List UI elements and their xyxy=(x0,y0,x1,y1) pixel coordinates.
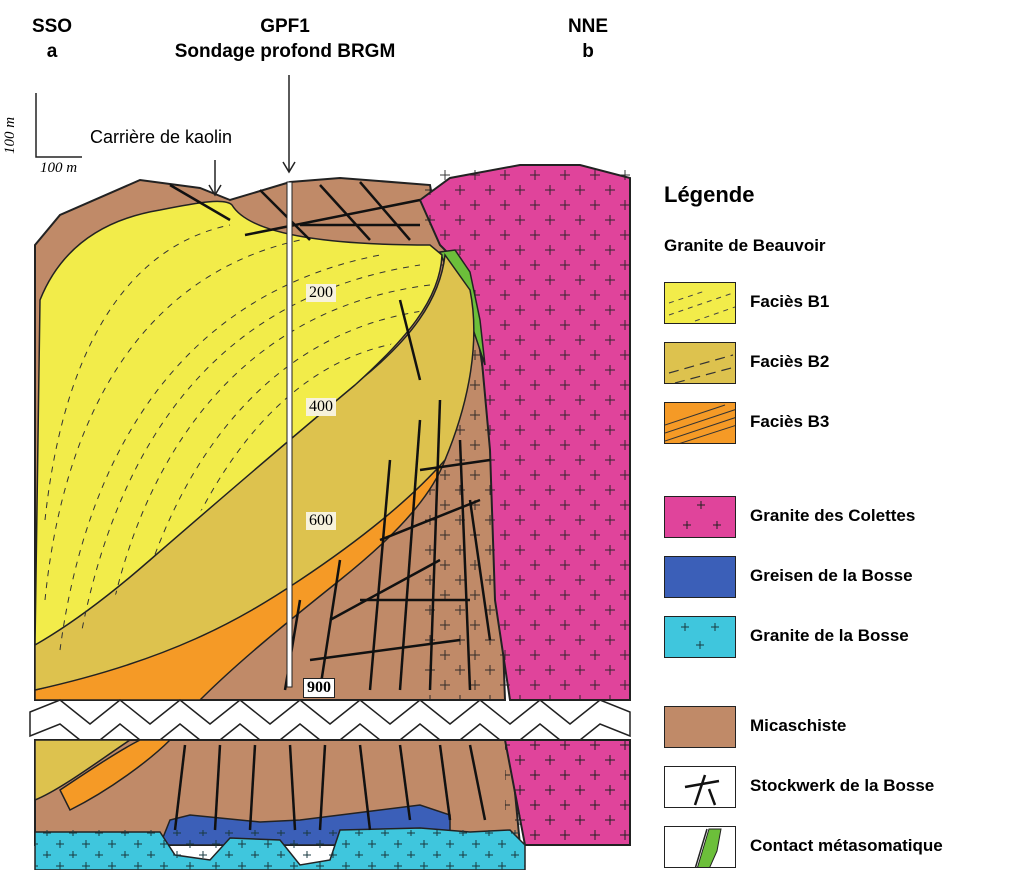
facies-b3-label: Faciès B3 xyxy=(750,412,829,432)
colettes-crosses-lower xyxy=(505,740,630,845)
quarry-arrow xyxy=(209,160,221,195)
scale-bar xyxy=(36,93,82,157)
left-point: a xyxy=(22,39,82,64)
borehole-gpf1 xyxy=(287,182,292,687)
borehole-arrow xyxy=(283,75,295,172)
borehole-title: GPF1 Sondage profond BRGM xyxy=(130,14,440,64)
borehole-name: GPF1 xyxy=(130,14,440,39)
facies-b3-swatch xyxy=(664,402,736,444)
contact-swatch xyxy=(664,826,736,868)
depth-mark-600: 600 xyxy=(306,512,336,530)
granite-bosse-swatch xyxy=(664,616,736,658)
granite-colettes-label: Granite des Colettes xyxy=(750,506,915,526)
legend-item-facies-b3: Faciès B3 xyxy=(664,402,1014,444)
legend-item-facies-b1: Faciès B1 xyxy=(664,282,1014,324)
borehole-desc: Sondage profond BRGM xyxy=(130,39,440,64)
greisen-bosse-label: Greisen de la Bosse xyxy=(750,566,913,586)
legend-item-micaschiste: Micaschiste xyxy=(664,706,1014,748)
granite-colettes-swatch xyxy=(664,496,736,538)
facies-b1-label: Faciès B1 xyxy=(750,292,829,312)
stockwerk-label: Stockwerk de la Bosse xyxy=(750,776,934,796)
facies-b1-swatch xyxy=(664,282,736,324)
legend-item-greisen-bosse: Greisen de la Bosse xyxy=(664,556,1014,598)
legend-item-facies-b2: Faciès B2 xyxy=(664,342,1014,384)
granite-bosse-crosses xyxy=(35,830,525,870)
right-orientation: NNE xyxy=(558,14,618,39)
depth-mark-200: 200 xyxy=(306,284,336,302)
depth-mark-900: 900 xyxy=(303,678,335,698)
legend-item-granite-bosse: Granite de la Bosse xyxy=(664,616,1014,658)
right-orientation-label: NNE b xyxy=(558,14,618,64)
granite-bosse-label: Granite de la Bosse xyxy=(750,626,909,646)
micaschiste-swatch xyxy=(664,706,736,748)
scale-horizontal-label: 100 m xyxy=(40,160,77,177)
legend-item-stockwerk: Stockwerk de la Bosse xyxy=(664,766,1014,808)
greisen-bosse-swatch xyxy=(664,556,736,598)
contact-label: Contact métasomatique xyxy=(750,836,943,856)
quarry-label: Carrière de kaolin xyxy=(90,127,232,148)
left-orientation-label: SSO a xyxy=(22,14,82,64)
left-orientation: SSO xyxy=(22,14,82,39)
stockwerk-swatch xyxy=(664,766,736,808)
legend-item-contact: Contact métasomatique xyxy=(664,826,1014,868)
legend-group-title: Granite de Beauvoir xyxy=(664,236,826,256)
micaschiste-label: Micaschiste xyxy=(750,716,846,736)
facies-b2-swatch xyxy=(664,342,736,384)
legend-title: Légende xyxy=(664,182,754,208)
depth-mark-400: 400 xyxy=(306,398,336,416)
legend-item-granite-colettes: Granite des Colettes xyxy=(664,496,1014,538)
facies-b2-label: Faciès B2 xyxy=(750,352,829,372)
right-point: b xyxy=(558,39,618,64)
scale-vertical-label: 100 m xyxy=(2,117,19,154)
